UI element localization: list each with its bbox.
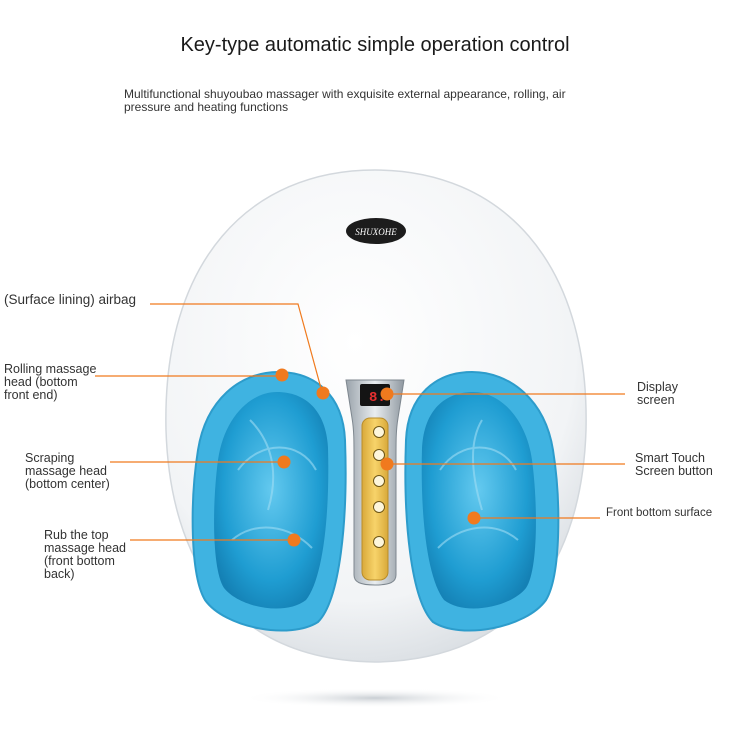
marker-airbag	[316, 386, 330, 400]
label-scraping: Scraping massage head (bottom center)	[25, 451, 110, 491]
marker-touch	[380, 457, 394, 471]
marker-rolling	[275, 368, 289, 382]
callout-markers	[275, 368, 481, 547]
touch-buttons	[373, 426, 385, 548]
logo-badge	[346, 218, 406, 244]
page-subtitle: Multifunctional shuyoubao massager with …	[124, 87, 566, 114]
label-airbag: (Surface lining) airbag	[4, 292, 137, 307]
marker-display	[380, 387, 394, 401]
label-front: Front bottom surface	[606, 507, 713, 519]
leader-lines	[95, 303, 625, 541]
label-touch: Smart Touch Screen button	[635, 451, 713, 478]
label-display: Display screen	[637, 380, 678, 407]
page-title: Key-type automatic simple operation cont…	[180, 34, 570, 56]
ground-shadow	[240, 688, 510, 708]
left-foot-cavity	[191, 370, 347, 632]
label-rolling: Rolling massage head (bottom front end)	[4, 362, 97, 402]
logo-text: SHUXOHE	[355, 227, 397, 237]
right-foot-cavity	[404, 370, 560, 632]
control-panel: 8.	[345, 379, 405, 586]
marker-front	[467, 511, 481, 525]
marker-scraping	[277, 455, 291, 469]
marker-rub	[287, 533, 301, 547]
label-rub: Rub the top massage head (front bottom b…	[44, 528, 127, 581]
